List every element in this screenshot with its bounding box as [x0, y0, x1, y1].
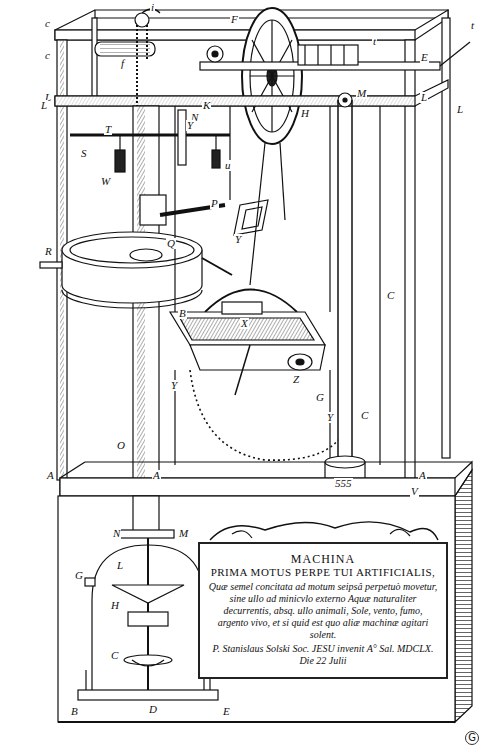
callout-letter: V: [410, 486, 419, 497]
callout-letter: F: [230, 14, 239, 25]
callout-letter: E: [420, 52, 429, 63]
callout-letter: 555: [334, 478, 353, 489]
callout-letter: u: [224, 160, 232, 171]
callout-letter: M: [356, 88, 367, 99]
cartouche-heading: MACHINA: [208, 552, 438, 566]
callout-letter: K: [202, 100, 211, 111]
callout-letter: c: [44, 18, 51, 29]
callout-letter: Y: [234, 234, 242, 245]
callout-letter: H: [300, 108, 310, 119]
callout-letter: N: [112, 528, 121, 539]
watermark-letter: G: [465, 731, 479, 745]
callout-letter: G: [74, 570, 84, 581]
callout-letter: Y: [326, 412, 334, 423]
callout-letter: C: [360, 410, 369, 421]
callout-letter: D: [148, 704, 158, 715]
callout-letter: C: [110, 650, 119, 661]
callout-letter: Z: [292, 374, 300, 385]
cartouche-text: PRIMA MOTUS PERPE TUI ARTIFICIALIS,: [208, 566, 438, 579]
title-cartouche: MACHINAPRIMA MOTUS PERPE TUI ARTIFICIALI…: [198, 542, 448, 679]
callout-letter: Y: [170, 380, 178, 391]
callout-letter: Q: [166, 238, 176, 249]
callout-letter: A: [152, 470, 161, 481]
callout-letter: G: [315, 392, 325, 403]
callout-letter: O: [116, 440, 126, 451]
cartouche-text: P. Stanislaus Solski Soc. JESU invenit A…: [208, 643, 438, 667]
callout-letter: W: [100, 176, 111, 187]
cartouche-text: Quæ semel concitata ad motum seipsâ perp…: [208, 581, 438, 641]
callout-letter: M: [178, 528, 189, 539]
callout-letter: E: [222, 706, 231, 717]
callout-letter: A: [46, 470, 55, 481]
callout-letter: R: [44, 246, 53, 257]
callout-letter: L: [116, 560, 124, 571]
callout-letter: Y: [186, 120, 194, 131]
callout-letter: t: [372, 36, 377, 47]
callout-letter: B: [70, 706, 79, 717]
callout-letter: L: [456, 104, 464, 115]
callout-letter: T: [104, 124, 112, 135]
callout-letter: f: [120, 58, 125, 69]
callout-letter: H: [110, 600, 120, 611]
callout-letter: L: [420, 92, 428, 103]
callout-letter: L: [40, 100, 48, 111]
callout-letter: A: [418, 470, 427, 481]
callout-letter: X: [240, 318, 249, 329]
callout-letter: B: [178, 308, 187, 319]
callout-letter: C: [386, 290, 395, 301]
callout-letter: t: [470, 20, 475, 31]
callout-letter: S: [80, 148, 88, 159]
callout-letter: P: [210, 198, 219, 209]
callout-letter: c: [44, 50, 51, 61]
callout-letter: i: [150, 2, 155, 13]
